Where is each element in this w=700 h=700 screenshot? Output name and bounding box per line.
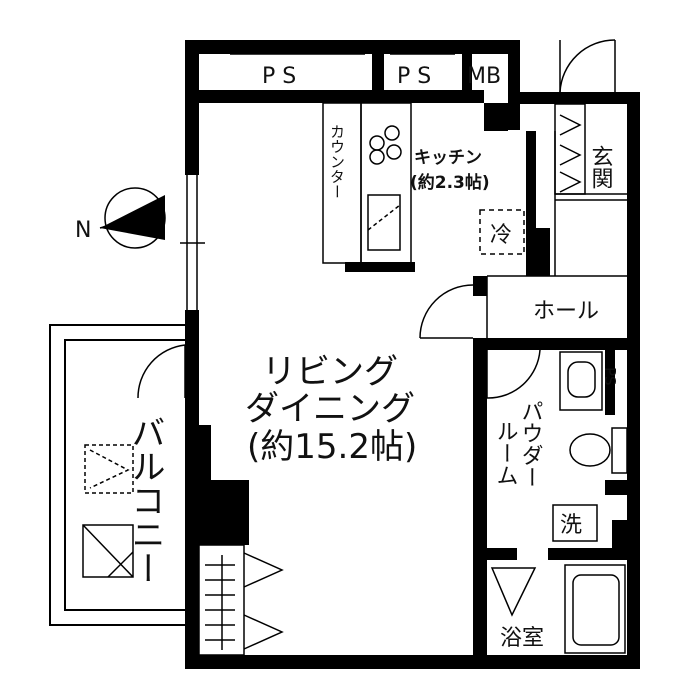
kitchen-size-label: (約2.3帖) <box>410 172 490 193</box>
living-label-1: リビング <box>262 352 398 392</box>
mb-label: MB <box>467 64 501 89</box>
balcony-door <box>137 344 186 399</box>
left-window <box>180 175 205 310</box>
balcony <box>49 324 185 626</box>
powder-door <box>486 349 541 399</box>
kitchen-sink <box>367 194 401 251</box>
washer-space <box>552 504 598 542</box>
toilet <box>569 427 628 474</box>
entrance-label: 玄関 <box>588 145 613 189</box>
washbasin <box>559 351 603 411</box>
powder-room-label-2: ルーム <box>493 420 518 486</box>
ps-left-label: P S <box>262 64 296 89</box>
fridge-label: 冷 <box>490 223 512 248</box>
living-size-label: (約15.2帖) <box>247 427 417 467</box>
outer-walls <box>185 40 640 669</box>
living-lower-wall <box>199 425 249 545</box>
interior-walls <box>473 338 627 655</box>
hall-door <box>419 284 474 339</box>
ps-small-label: PS <box>601 367 619 386</box>
north-compass <box>99 187 166 249</box>
compass-north-label: N <box>75 218 91 243</box>
storage-closet <box>198 544 284 656</box>
fridge-space <box>479 209 525 255</box>
balcony-hatch <box>82 524 134 578</box>
bathroom-door <box>490 567 537 617</box>
stove-burners <box>369 125 402 165</box>
bathroom-label: 浴室 <box>500 626 544 651</box>
ps-strip <box>230 48 455 55</box>
kitchen-counter-base <box>345 262 415 272</box>
bathtub <box>564 564 626 654</box>
shoe-closet <box>554 103 627 201</box>
washer-label: 洗 <box>560 513 582 538</box>
hall-label: ホール <box>533 299 599 324</box>
ps-mid-label: P S <box>397 64 431 89</box>
powder-room-label-1: パウダー <box>518 400 543 488</box>
living-label-2: ダイニング <box>245 389 415 429</box>
kitchen-label: キッチン <box>414 148 482 168</box>
entrance-door <box>559 39 616 93</box>
balcony-label: バルコニー <box>125 415 165 585</box>
ac-outdoor-unit <box>84 444 134 494</box>
counter-label: カウンター <box>328 124 346 199</box>
kitchen-partition <box>473 131 550 296</box>
